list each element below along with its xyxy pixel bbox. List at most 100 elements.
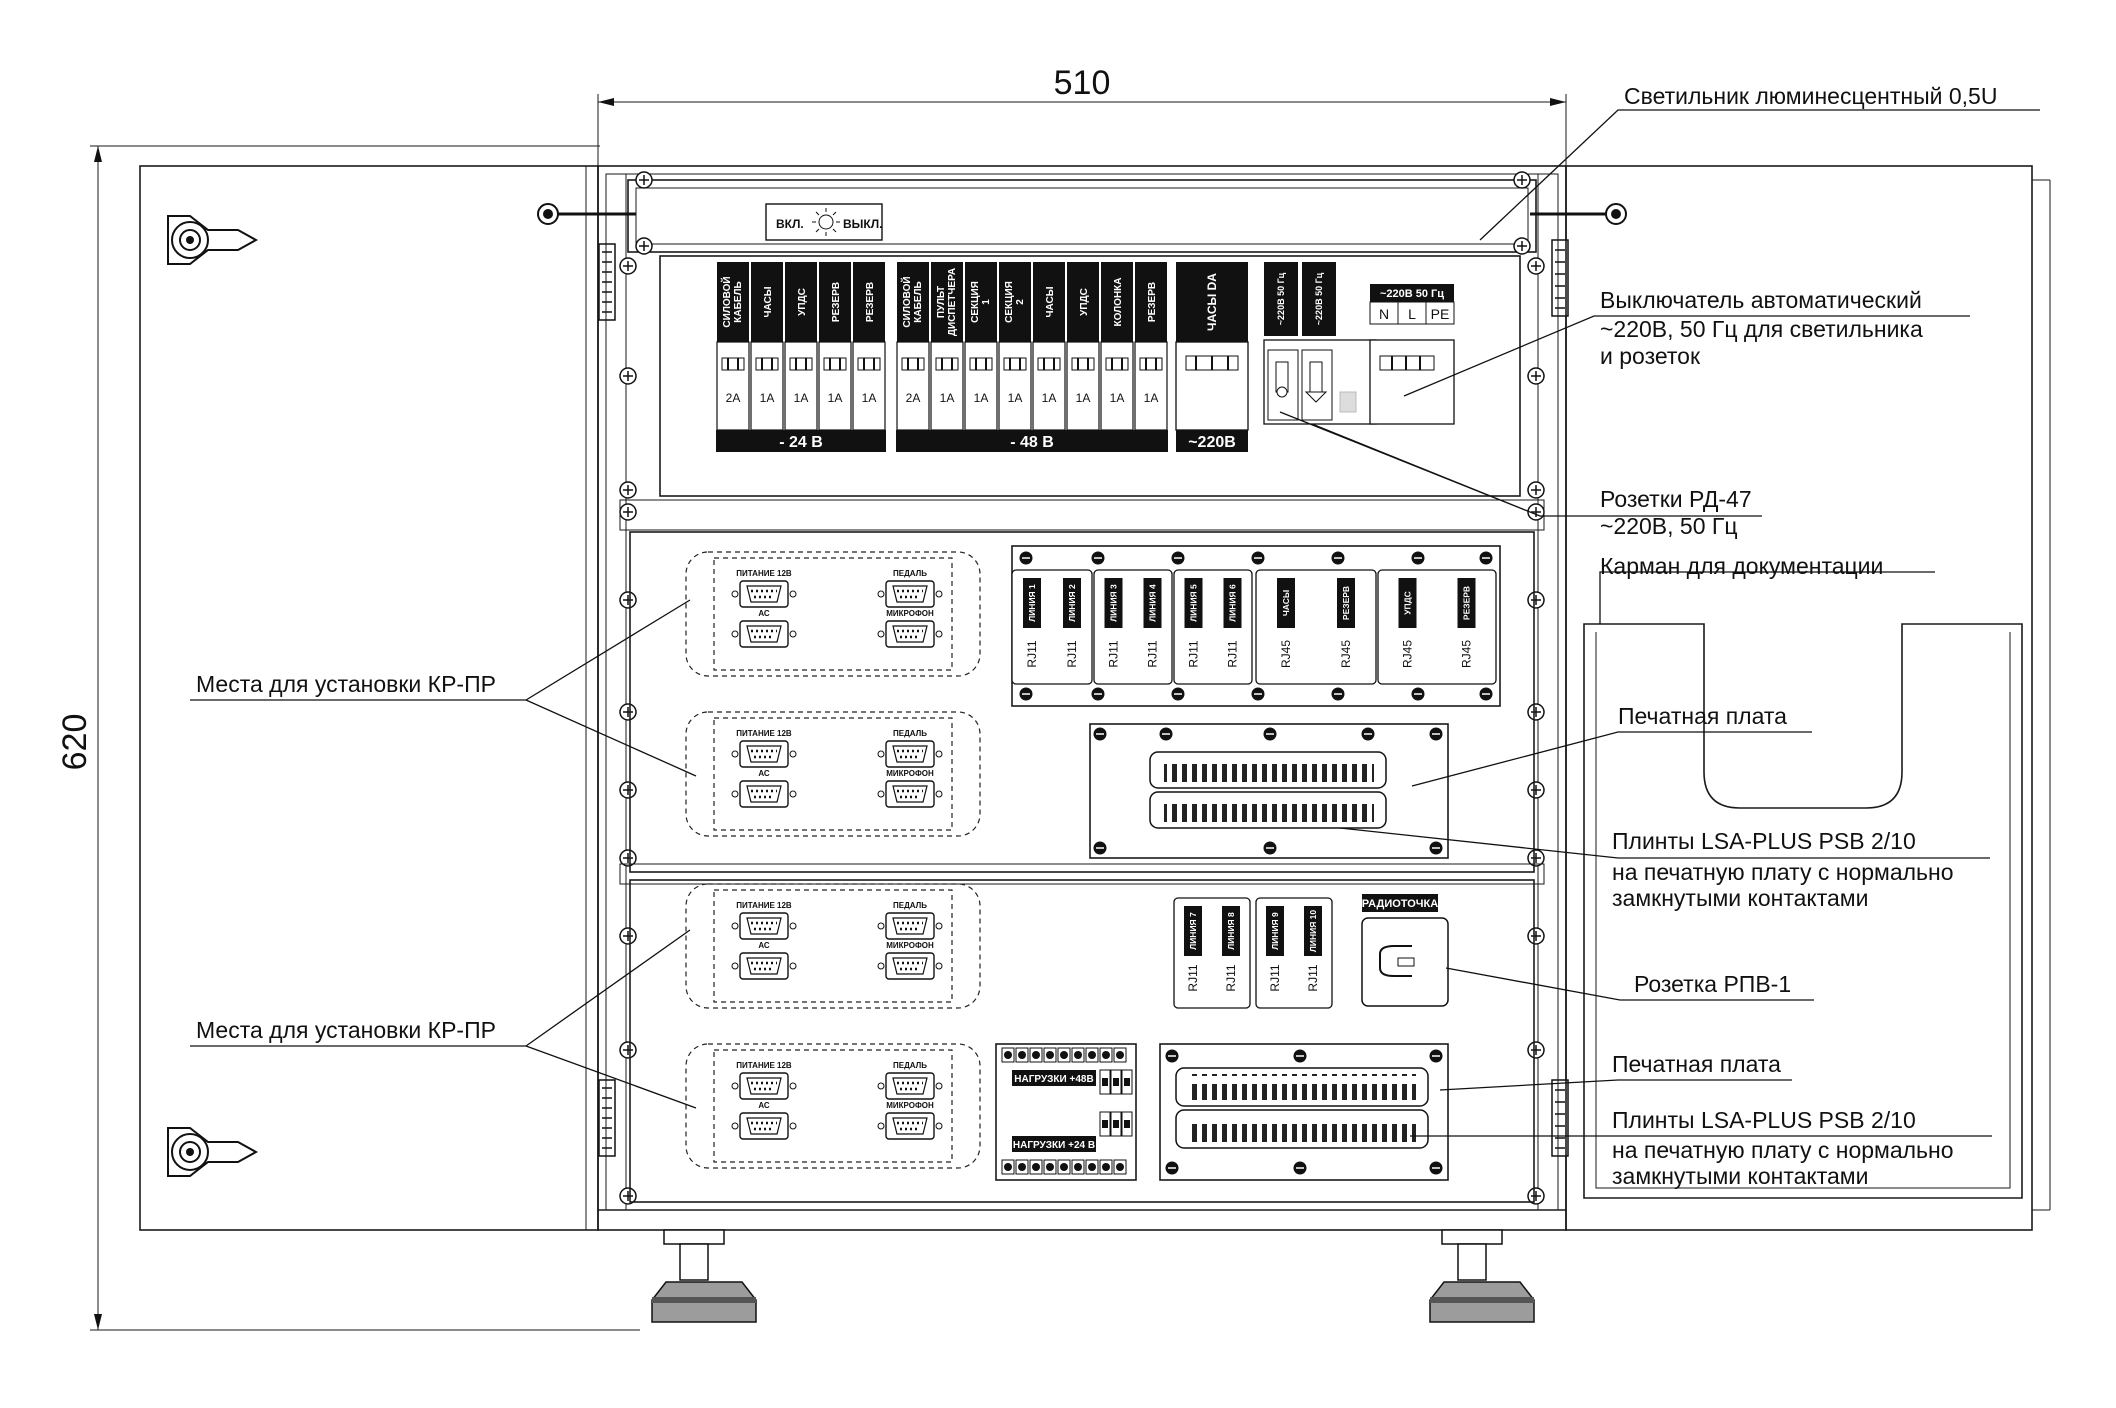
- lsa-strip-bottom-2: [1175, 1109, 1429, 1149]
- rj-jack: RJ45: [1460, 640, 1474, 668]
- kr-pr-slot-2: [685, 711, 981, 837]
- breaker-lamp-module: ~220В 50 Гц N L PE: [1369, 284, 1455, 425]
- kr-pr-slot-3: [685, 883, 981, 1009]
- rj-label: ЛИНИЯ 2: [1067, 584, 1077, 622]
- db9-connector-icon: [876, 739, 944, 769]
- rpv-socket-icon: [1379, 945, 1415, 977]
- lsa-board-bottom: [1159, 1043, 1449, 1181]
- db9-connector-icon: [876, 911, 944, 941]
- connector-label: МИКРОФОН: [886, 941, 934, 950]
- callout-doc-pocket: Карман для документации: [1600, 553, 1883, 579]
- rj-jack: RJ11: [1186, 964, 1200, 991]
- breaker-220v-name: ЧАСЫ DA: [1205, 273, 1219, 331]
- breaker-name: КОЛОНКА: [1113, 278, 1124, 327]
- breaker-rating: 1А: [760, 391, 775, 405]
- radio-point-socket: РАДИОТОЧКА: [1361, 894, 1449, 1007]
- breaker: РЕЗЕРВ 1А: [852, 262, 886, 431]
- rj-jack: RJ45: [1279, 640, 1293, 668]
- db9-connector-icon: [876, 951, 944, 981]
- load-terminal-block: НАГРУЗКИ +48В НАГРУЗКИ +24 В: [995, 1043, 1137, 1181]
- breaker-lamp-header: ~220В 50 Гц: [1380, 288, 1444, 300]
- callout-kr-pr-top: Места для установки КР-ПР: [196, 671, 496, 697]
- callout-lsa-top-1: Плинты LSA-PLUS PSB 2/10: [1612, 828, 1916, 854]
- rj-label: ЛИНИЯ 5: [1189, 584, 1199, 622]
- db9-connector-icon: [730, 911, 798, 941]
- leader-lines: [190, 109, 2040, 1137]
- terminal-pe-label: PE: [1431, 306, 1450, 322]
- rj-jack: RJ11: [1268, 964, 1282, 991]
- db9-connector-icon: [730, 1071, 798, 1101]
- breaker-rating: 1А: [794, 391, 809, 405]
- socket-1-icon: [1275, 361, 1289, 398]
- dimension-height: 620: [56, 145, 640, 1331]
- socket-2-icon: [1304, 361, 1328, 403]
- db9-connector-icon: [730, 579, 798, 609]
- right-door: [1551, 165, 2051, 1231]
- connector-label: АС: [758, 1101, 770, 1110]
- breaker-rating: 1А: [1076, 391, 1091, 405]
- foot-right-icon: [1429, 1229, 1535, 1323]
- breaker-rating: 1А: [974, 391, 989, 405]
- rj-jack: RJ11: [1065, 640, 1079, 667]
- rj-jack: RJ11: [1224, 964, 1238, 991]
- breaker-name: УПДС: [797, 288, 808, 316]
- rj-jack: RJ11: [1107, 640, 1121, 667]
- lsa-strip-top-1: [1149, 751, 1387, 789]
- kr-pr-slot-4: [685, 1043, 981, 1169]
- breaker-name: УПДС: [1079, 288, 1090, 316]
- breaker-rating: 1А: [828, 391, 843, 405]
- doc-pocket: [1583, 623, 2023, 1199]
- db9-connector-icon: [730, 951, 798, 981]
- breaker-name: СИЛОВОЙКАБЕЛЬ: [900, 276, 924, 327]
- connector-label: АС: [758, 941, 770, 950]
- rj-jack: RJ11: [1025, 640, 1039, 667]
- breaker-bus-label: - 48 В: [1010, 434, 1054, 451]
- breaker-rating: 1А: [1042, 391, 1057, 405]
- left-door: [139, 165, 616, 1231]
- dimension-height-label: 620: [56, 714, 94, 771]
- load-24v-label: НАГРУЗКИ +24 В: [1013, 1140, 1095, 1151]
- rj-jack: RJ11: [1306, 964, 1320, 991]
- rj-label: ЛИНИЯ 8: [1226, 912, 1236, 950]
- rj-label: РЕЗЕРВ: [1341, 586, 1351, 620]
- callout-pcb-bottom: Печатная плата: [1612, 1051, 1781, 1077]
- breaker-220v: ЧАСЫ DA ~220В: [1175, 262, 1249, 452]
- db9-connector-icon: [730, 1111, 798, 1141]
- breaker-name: РЕЗЕРВ: [831, 282, 842, 322]
- breaker-name: РЕЗЕРВ: [865, 282, 876, 322]
- db9-connector-icon: [876, 779, 944, 809]
- connector-label: ПЕДАЛЬ: [893, 569, 927, 578]
- rj-label: ЛИНИЯ 9: [1270, 912, 1280, 950]
- breakers-48v-group: СИЛОВОЙКАБЕЛЬ2АПУЛЬТДИСПЕТЧЕРА1АСЕКЦИЯ11…: [896, 262, 1168, 452]
- breaker-rating: 1А: [862, 391, 877, 405]
- door-pin-right-icon: [1530, 203, 1627, 225]
- rj-label: ЛИНИЯ 4: [1148, 584, 1158, 622]
- connector-label: ПЕДАЛЬ: [893, 1061, 927, 1070]
- door-hinge-bottom-icon: [598, 1079, 616, 1157]
- lamp-switch-on-label: ВКЛ.: [776, 217, 804, 231]
- din-panel: СИЛОВОЙКАБЕЛЬ2АЧАСЫ1АУПДС1АРЕЗЕРВ1АРЕЗЕР…: [619, 255, 1545, 531]
- lamp-switch: ВКЛ. ВЫКЛ.: [765, 203, 883, 241]
- breaker-name: ПУЛЬТДИСПЕТЧЕРА: [936, 268, 958, 336]
- connector-label: МИКРОФОН: [886, 769, 934, 778]
- db9-connector-icon: [730, 739, 798, 769]
- socket-module: ~220В 50 Гц ~220В 50 Гц: [1263, 262, 1377, 425]
- breaker: УПДС 1А: [1066, 262, 1100, 431]
- rj-label: ЛИНИЯ 10: [1308, 910, 1318, 953]
- door-lock-top-icon: [167, 215, 257, 265]
- connector-label: ПЕДАЛЬ: [893, 729, 927, 738]
- breaker-rating: 1А: [1008, 391, 1023, 405]
